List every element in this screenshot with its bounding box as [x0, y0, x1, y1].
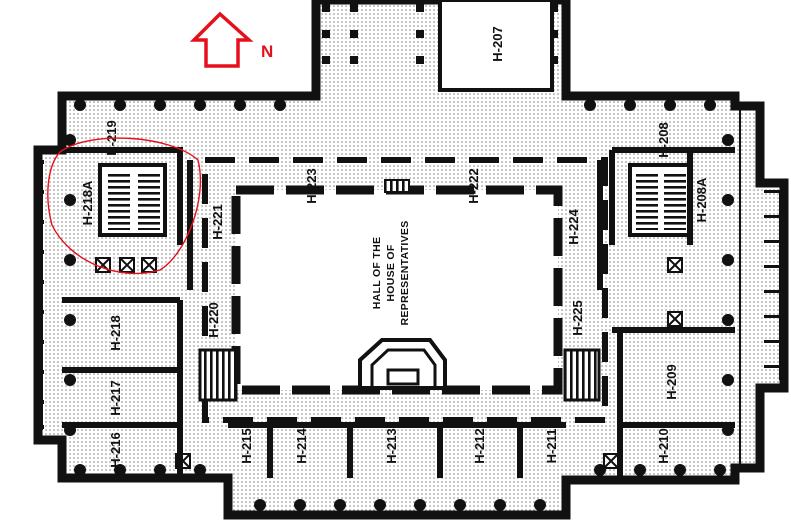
north-label: N — [261, 42, 273, 61]
hall-title-line-3: REPRESENTATIVES — [399, 220, 411, 325]
room-label-h217: H-217 — [108, 380, 123, 415]
southwest-staircase — [198, 348, 238, 402]
room-h207-block — [322, 0, 558, 92]
room-label-h222: H-222 — [466, 168, 481, 203]
east-staircase — [628, 163, 692, 237]
hall-title-line-2: HOUSE OF — [385, 244, 397, 302]
room-label-h218a: H-218A — [80, 180, 95, 225]
room-label-h209: H-209 — [664, 364, 679, 399]
room-label-h210: H-210 — [656, 428, 671, 463]
southeast-staircase — [563, 348, 601, 402]
room-label-h223: H-223 — [304, 168, 319, 203]
room-label-h220: H-220 — [206, 302, 221, 337]
room-label-h218: H-218 — [108, 315, 123, 350]
north-arrow-icon — [189, 11, 254, 68]
interior-walls — [62, 147, 735, 478]
room-labels: H-207 H-208 H-208A H-209 H-210 H-211 H-2… — [80, 26, 709, 467]
room-label-h212: H-212 — [472, 428, 487, 463]
highlight-circle — [47, 137, 202, 275]
central-hall-block — [202, 157, 608, 423]
room-label-h224: H-224 — [566, 209, 581, 245]
room-label-h208: H-208 — [656, 122, 671, 157]
room-label-h225: H-225 — [570, 300, 585, 335]
room-label-h208a: H-208A — [694, 177, 709, 222]
hall-title-line-1: HALL OF THE — [371, 237, 383, 310]
room-label-h213: H-213 — [384, 428, 399, 463]
room-label-h211: H-211 — [544, 429, 559, 464]
room-label-h221: H-221 — [210, 204, 225, 239]
west-staircase — [98, 163, 167, 237]
room-label-h216: H-216 — [108, 432, 123, 467]
room-label-h215: H-215 — [239, 428, 254, 463]
hall-title: HALL OF THE HOUSE OF REPRESENTATIVES — [371, 220, 411, 325]
room-label-h214: H-214 — [294, 428, 309, 464]
room-label-h207: H-207 — [490, 26, 505, 61]
